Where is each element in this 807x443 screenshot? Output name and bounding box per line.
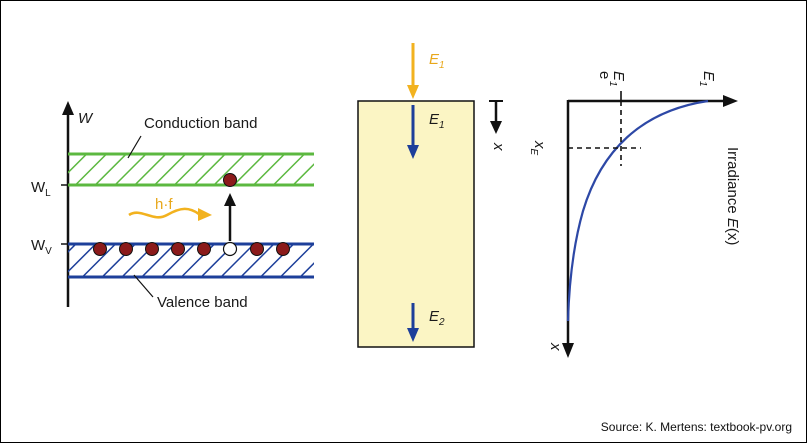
energy-axis-arrowhead	[62, 101, 74, 115]
incident-irradiance-label: E1	[429, 51, 445, 71]
decay-level-label: E1	[607, 71, 627, 87]
electron	[250, 242, 264, 256]
band-diagram: W Conduction band Valence band WL WV h·f	[31, 101, 314, 311]
top-irradiance-label: E1	[429, 111, 445, 131]
energy-axis-label: W	[78, 110, 94, 127]
slab-depth-label: x	[490, 142, 507, 151]
photon-label: h·f	[155, 196, 173, 213]
valence-band-leader	[133, 274, 154, 298]
wv-level-label: WV	[31, 237, 52, 257]
conduction-band-label: Conduction band	[144, 115, 257, 132]
conduction-band	[68, 154, 314, 185]
source-credit: Source: K. Mertens: textbook-pv.org	[600, 420, 792, 434]
peak-irradiance-label: E1	[697, 71, 717, 87]
plot-depth-label: x	[547, 342, 564, 351]
depth-axis-arrowhead	[562, 343, 574, 358]
electron	[197, 242, 211, 256]
electron	[93, 242, 107, 256]
decay-level-e-label: e	[596, 71, 613, 79]
top-irradiance-arrowhead	[407, 145, 419, 159]
conduction-band-leader	[127, 135, 142, 159]
incident-arrowhead	[407, 85, 419, 99]
photon-wave	[128, 207, 200, 219]
electron	[119, 242, 133, 256]
valence-electrons	[93, 241, 290, 257]
absorber-slab	[357, 100, 475, 348]
excited-electron	[223, 173, 237, 187]
valence-band-label: Valence band	[157, 294, 248, 311]
irradiance-axis-label: Irradiance E(x)	[724, 147, 741, 245]
valence-band	[68, 244, 314, 277]
hole	[222, 241, 238, 257]
bottom-irradiance-arrowhead	[407, 328, 419, 342]
absorption-depth-label: xE	[528, 140, 548, 156]
irradiance-plot: E1 E1 e xE x Irradiance E(x)	[528, 71, 741, 358]
electron	[171, 242, 185, 256]
depth-indicator-arrowhead	[490, 121, 502, 134]
photon-arrowhead	[198, 208, 212, 221]
electron	[145, 242, 159, 256]
wl-level-label: WL	[31, 179, 51, 199]
irradiance-axis-arrowhead	[723, 95, 738, 107]
excitation-arrowhead	[224, 193, 236, 206]
irradiance-decay-curve	[566, 99, 709, 322]
bottom-irradiance-label: E2	[429, 308, 445, 328]
electron	[276, 242, 290, 256]
absorber-slab-panel: E1 E1 E2 x	[357, 43, 507, 348]
